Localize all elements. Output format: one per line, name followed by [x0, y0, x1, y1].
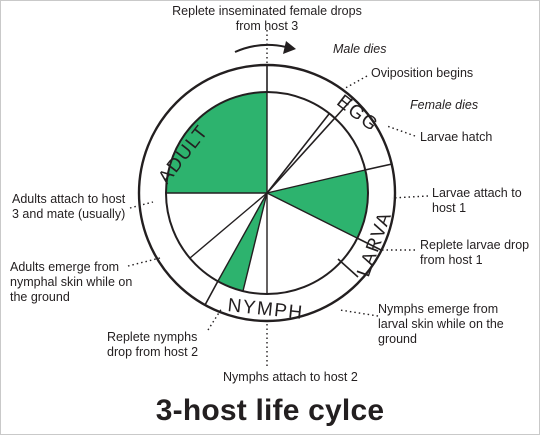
label-nymphs-attach: Nymphs attach to host 2	[223, 370, 358, 384]
stage-boundaries	[204, 65, 393, 306]
adult-feeding-sector	[166, 92, 267, 193]
diagram-title: 3-host life cylce	[155, 394, 385, 427]
leader-lines	[127, 30, 429, 366]
larva-feeding-sector	[267, 170, 368, 238]
cycle-direction-arrow	[234, 43, 287, 53]
spokes	[166, 92, 366, 294]
label-replete-larvae: Replete larvae drop from host 1	[420, 238, 530, 267]
label-male-dies: Male dies	[333, 42, 387, 56]
arrow-head	[283, 41, 296, 54]
ring-label-egg: EGG	[333, 91, 383, 136]
label-nymphs-emerge: Nymphs emerge from larval skin while on …	[378, 302, 504, 346]
label-female-dies: Female dies	[410, 98, 479, 112]
label-replete-nymphs: Replete nymphs drop from host 2	[107, 330, 199, 359]
label-adults-emerge: Adults emerge from nymphal skin while on…	[10, 260, 133, 304]
ring-label-nymph: NYMPH	[227, 295, 305, 324]
label-replete-female: Replete inseminated female drops from ho…	[172, 4, 362, 33]
label-larvae-attach: Larvae attach to host 1	[432, 186, 522, 215]
label-adults-attach: Adults attach to host 3 and mate (usuall…	[12, 192, 126, 221]
nymph-feeding-sector	[218, 193, 267, 291]
label-larvae-hatch: Larvae hatch	[420, 130, 493, 144]
label-oviposition: Oviposition begins	[371, 66, 474, 80]
